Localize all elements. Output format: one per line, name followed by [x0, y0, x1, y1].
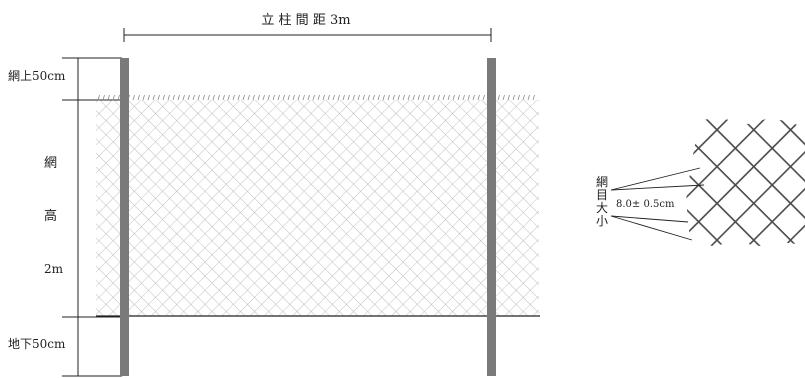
mesh-detail — [686, 118, 805, 246]
height-dimension — [62, 57, 122, 377]
mesh-size-pointers — [610, 167, 705, 241]
net-height-label-char-2: 高 — [44, 208, 57, 224]
left-post — [120, 58, 129, 376]
post-spacing-label: 立 柱 間 距 3m — [261, 13, 350, 28]
net-height-label-char-3: 2m — [44, 262, 64, 276]
mesh-size-label-char-2: 目 — [596, 188, 608, 202]
underground-label: 地下50cm — [8, 337, 66, 351]
fence-mesh — [96, 100, 539, 316]
mesh-size-label-char-1: 網 — [596, 175, 608, 189]
post-spacing-dimension: 立 柱 間 距 3m — [123, 13, 492, 42]
mesh-size-label-char-3: 大 — [596, 201, 608, 215]
above-net-label: 網上50cm — [8, 69, 66, 83]
mesh-top-fringe — [97, 94, 535, 101]
net-height-label-char-1: 網 — [44, 156, 57, 171]
mesh-size-value: 8.0± 0.5cm — [616, 199, 675, 210]
mesh-size-label-char-4: 小 — [596, 214, 608, 228]
right-post — [487, 58, 496, 376]
